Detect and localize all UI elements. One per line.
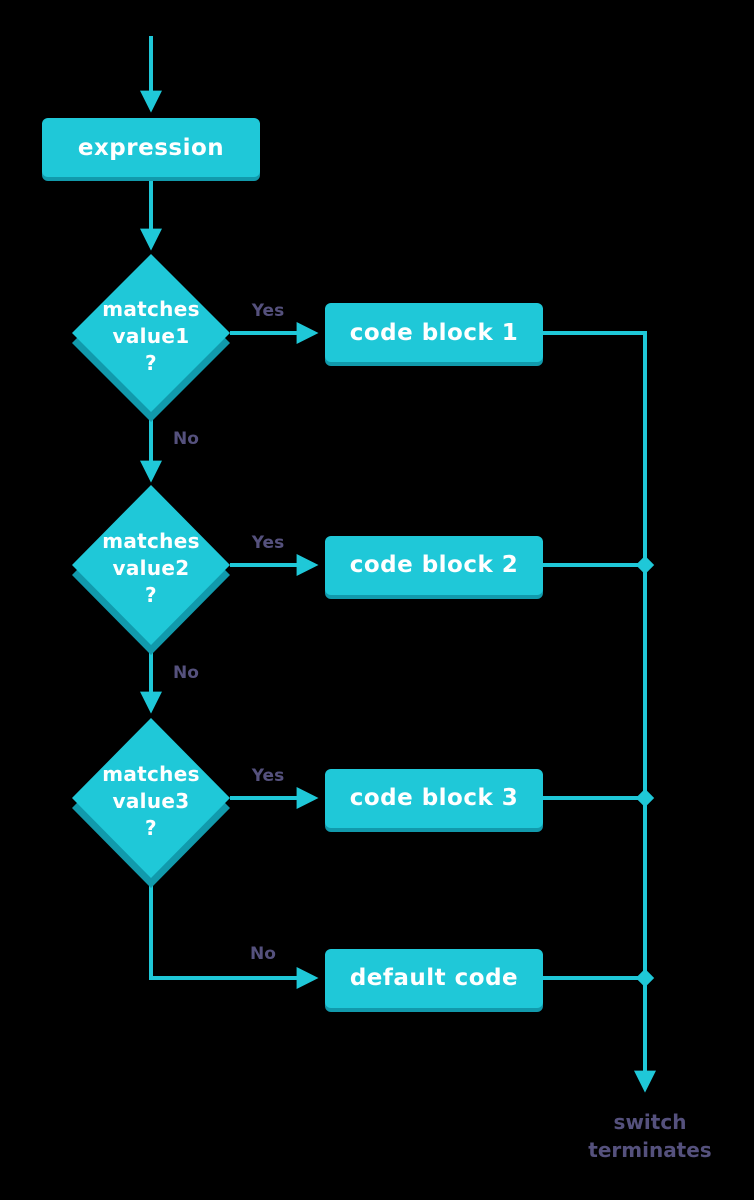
decision1-shape	[72, 254, 230, 412]
terminal-line2: terminates	[588, 1138, 711, 1162]
edge-decision3-no-to-default	[149, 878, 319, 989]
terminal-line1: switch	[614, 1110, 687, 1134]
expression-label: expression	[78, 135, 224, 161]
junction-dots	[635, 555, 655, 988]
node-default: default code	[325, 949, 543, 1012]
label-yes-3: Yes	[251, 766, 284, 786]
label-no-1: No	[173, 429, 199, 449]
node-decision1: matches value1 ?	[72, 254, 230, 422]
decision3-line2: value3	[113, 789, 190, 813]
code2-shape	[325, 536, 543, 595]
decision1-line2: value1	[113, 324, 190, 348]
junction-dot-code3	[635, 788, 655, 808]
decision2-line3: ?	[145, 583, 157, 607]
expression-shape	[42, 118, 260, 177]
node-code3: code block 3	[325, 769, 543, 832]
node-expression: expression	[42, 118, 260, 181]
node-code2: code block 2	[325, 536, 543, 599]
code2-label: code block 2	[350, 552, 519, 578]
decision3-shape	[72, 718, 230, 878]
edge-code1-to-terminal-rail	[543, 331, 656, 1093]
decision1-line3: ?	[145, 351, 157, 375]
connectors	[140, 36, 656, 1093]
node-code1: code block 1	[325, 303, 543, 366]
default-shape	[325, 949, 543, 1008]
decision3-line3: ?	[145, 816, 157, 840]
node-decision2: matches value2 ?	[72, 485, 230, 655]
default-label: default code	[350, 965, 518, 991]
edge-labels: Yes No Yes No Yes No	[173, 301, 284, 964]
node-decision3: matches value3 ?	[72, 718, 230, 888]
code3-shape	[325, 769, 543, 828]
label-yes-2: Yes	[251, 533, 284, 553]
decision2-line1: matches	[102, 529, 200, 553]
label-no-2: No	[173, 663, 199, 683]
decision2-line2: value2	[113, 556, 190, 580]
code1-label: code block 1	[350, 320, 519, 346]
code3-label: code block 3	[350, 785, 519, 811]
label-yes-1: Yes	[251, 301, 284, 321]
decision2-shape	[72, 485, 230, 645]
label-no-3: No	[250, 944, 276, 964]
terminal: switch terminates	[588, 1110, 711, 1162]
decision1-line1: matches	[102, 297, 200, 321]
decision3-line1: matches	[102, 762, 200, 786]
junction-dot-default	[635, 968, 655, 988]
code1-shape	[325, 303, 543, 362]
junction-dot-code2	[635, 555, 655, 575]
